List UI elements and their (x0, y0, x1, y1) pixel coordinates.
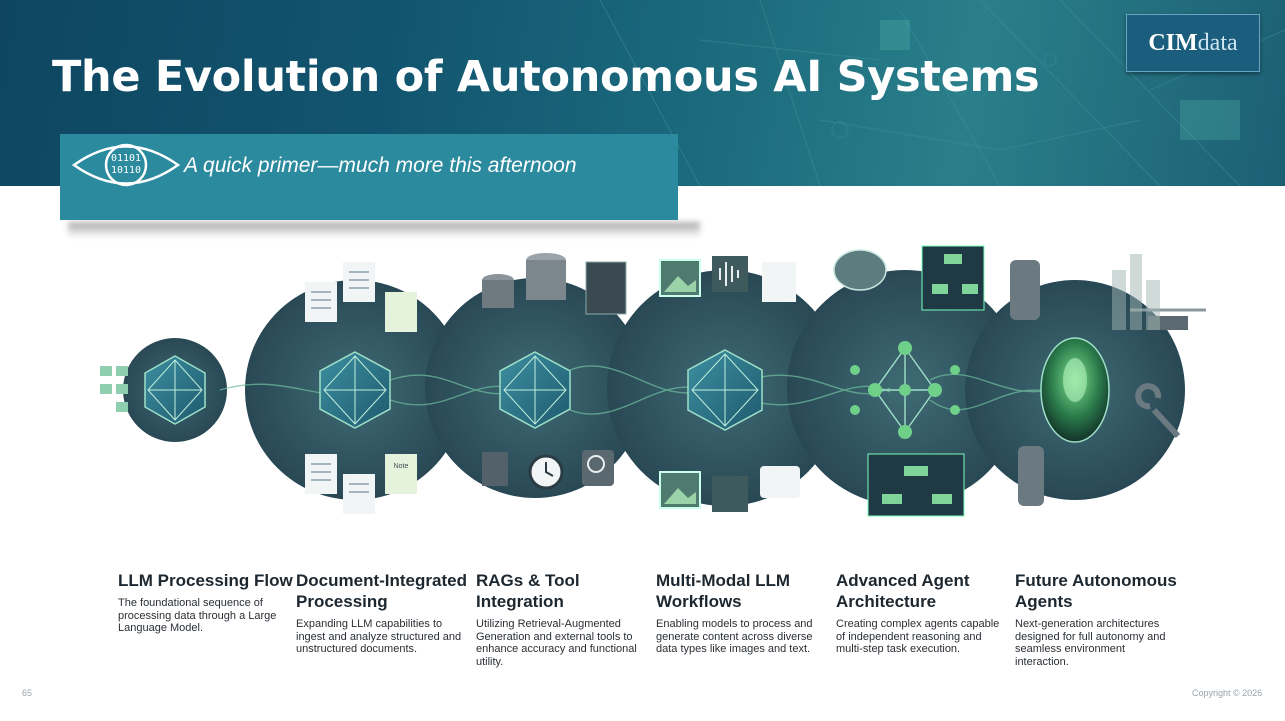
stage-multimodal: Multi-Modal LLM Workflows Enabling model… (656, 570, 836, 656)
llm-hexagon-icon (144, 355, 206, 425)
document-icons: Note (305, 262, 417, 514)
media-icons (659, 256, 800, 512)
subtitle: A quick primer—much more this afternoon (184, 154, 577, 177)
binary-eye-icon: 01101 10110 (71, 143, 181, 187)
stage-title: Future Autonomous Agents (1015, 571, 1177, 611)
note-label: Note (394, 463, 409, 470)
multimodal-hexagon-icon (687, 349, 763, 431)
page-number: 65 (22, 688, 33, 698)
stage-description: Enabling models to process and generate … (656, 618, 813, 655)
stage-description: Utilizing Retrieval-Augmented Generation… (476, 618, 637, 668)
icon-binary-line2: 10110 (111, 165, 141, 176)
subtitle-banner: 01101 10110 A quick primer—much more thi… (60, 134, 678, 220)
logo-main-text: CIM (1148, 29, 1198, 56)
autonomous-pod-icon (1040, 337, 1110, 443)
brain-icon (833, 249, 887, 291)
stage-title: LLM Processing Flow (118, 571, 293, 590)
robot-hand-icon (1010, 260, 1044, 506)
stage-llm-processing: LLM Processing Flow The foundational seq… (118, 570, 298, 635)
database-icons (482, 253, 627, 315)
evolution-illustration: Note (100, 245, 1206, 517)
stage-future-agents: Future Autonomous Agents Next-generation… (1015, 570, 1195, 668)
wrench-icon (1135, 383, 1181, 439)
tool-icons (482, 450, 614, 490)
logo-sub-text: data (1197, 29, 1238, 56)
stage-description: Creating complex agents capable of indep… (836, 618, 1000, 655)
copyright: Copyright © 2026 (1192, 688, 1263, 698)
stage-document-integrated: Document-Integrated Processing Expanding… (296, 570, 476, 656)
subtitle-shadow (68, 222, 700, 238)
stage-title: Multi-Modal LLM Workflows (656, 571, 791, 611)
stage-title: Advanced Agent Architecture (836, 571, 970, 611)
stage-title: Document-Integrated Processing (296, 571, 467, 611)
flowchart-panel-icon (867, 245, 985, 517)
icon-binary-line1: 01101 (111, 153, 141, 164)
stage-rag-tools: RAGs & Tool Integration Utilizing Retrie… (476, 570, 656, 668)
stage-description: The foundational sequence of processing … (118, 597, 277, 634)
stage-advanced-agent: Advanced Agent Architecture Creating com… (836, 570, 1016, 656)
page-title: The Evolution of Autonomous AI Systems (52, 52, 1040, 102)
city-skyline-icon (1112, 254, 1160, 330)
input-blocks-icon (100, 366, 128, 412)
circuit-background-icon (599, 0, 1285, 186)
document-hexagon-icon (319, 351, 391, 429)
rag-hexagon-icon (499, 351, 571, 429)
stage-description: Expanding LLM capabilities to ingest and… (296, 618, 462, 655)
stage-description: Next-generation architectures designed f… (1015, 618, 1166, 668)
agent-network-icon (850, 341, 960, 439)
stage-title: RAGs & Tool Integration (476, 571, 580, 611)
